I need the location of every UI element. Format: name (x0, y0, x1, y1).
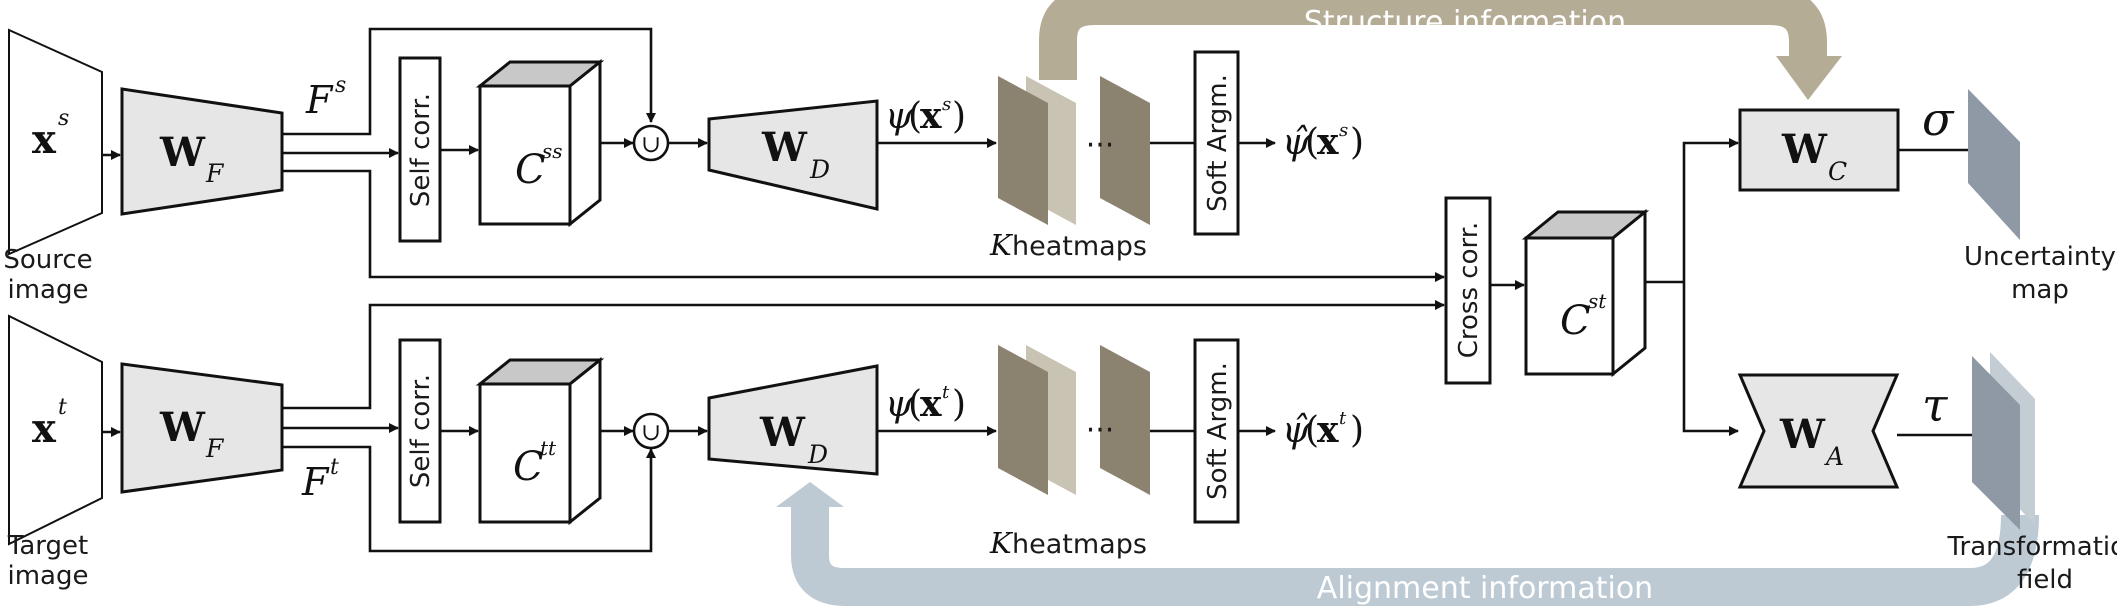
cost-volume-st: C st (1521, 208, 1650, 378)
target-image (8, 314, 103, 546)
source-psi-hat: ψ̂ (1282, 122, 1311, 163)
target-decoder-sub: D (807, 440, 828, 469)
target-image-label-2: image (8, 561, 89, 591)
svg-text:t: t (1339, 408, 1347, 429)
source-psi-arg: x (920, 95, 942, 137)
svg-text:): ) (952, 96, 966, 137)
target-encoder-symbol: W (159, 404, 206, 451)
transformation-output-symbol: τ (1922, 378, 1949, 432)
source-union-symbol: ∪ (641, 130, 661, 158)
source-feature-symbol: F (305, 78, 334, 122)
target-input-symbol: x (32, 405, 57, 452)
uncertainty-map-label-2: map (2011, 275, 2069, 305)
source-input-symbol: x (32, 116, 57, 163)
target-psi-hat: ψ̂ (1282, 410, 1311, 451)
confidence-network-symbol: W (1781, 126, 1828, 173)
source-feature-sup: s (335, 73, 346, 98)
source-input-sup: s (58, 106, 69, 131)
source-decoder-sub: D (809, 155, 830, 184)
target-self-corr (398, 338, 442, 524)
source-decoder (707, 99, 879, 211)
source-soft-argmax-label: Soft Argm. (1203, 74, 1233, 212)
source-self-corr-label: Self corr. (406, 93, 436, 207)
structure-information-band: Structure information (1039, 0, 1842, 100)
transformation-field-label-1: Transformation (1946, 532, 2117, 562)
target-encoder-sub: F (205, 434, 225, 463)
svg-text:(: ( (1305, 122, 1319, 163)
svg-text:x: x (1317, 409, 1339, 451)
target-heatmaps (998, 345, 1150, 495)
target-input-sup: t (58, 395, 67, 420)
cross-corr-label: Cross corr. (1454, 222, 1484, 359)
svg-text:st: st (1588, 289, 1607, 313)
svg-text:(: ( (908, 96, 922, 137)
svg-text:C: C (515, 147, 546, 193)
target-soft-argmax (1193, 338, 1240, 524)
target-self-corr-label: Self corr. (406, 374, 436, 488)
source-self-corr (398, 56, 442, 243)
cost-volume-tt: C tt (475, 356, 605, 526)
svg-text:s: s (1339, 120, 1348, 141)
source-image (8, 28, 103, 256)
svg-text:(: ( (1305, 410, 1319, 451)
confidence-network-sub: C (1828, 157, 1847, 186)
target-union-symbol: ∪ (641, 418, 661, 446)
cost-volume-ss: C ss (475, 58, 605, 228)
source-encoder (120, 87, 284, 216)
source-psi: ψ (885, 96, 914, 137)
svg-text:): ) (952, 384, 966, 425)
cross-corr (1444, 196, 1492, 385)
source-encoder-sub: F (205, 159, 225, 188)
source-decoder-symbol: W (761, 124, 808, 171)
svg-text:s: s (942, 94, 951, 115)
source-heatmaps-k: K (989, 228, 1014, 262)
alignment-information-band: Alignment information (776, 482, 2039, 606)
confidence-network (1738, 108, 1900, 192)
source-image-label-2: image (8, 275, 89, 305)
transformation-branch: W A τ Transformation field (1737, 352, 2117, 595)
source-heatmaps-label: heatmaps (1012, 231, 1147, 262)
source-branch: x s Source image W F F s Self corr. C ss (3, 27, 1445, 305)
transformation-field (1972, 352, 2035, 530)
svg-text:C: C (513, 444, 544, 490)
svg-text:): ) (1350, 122, 1364, 163)
svg-text:ss: ss (542, 139, 563, 163)
source-heatmaps (998, 76, 1150, 225)
target-heatmaps-label: heatmaps (1012, 529, 1147, 560)
uncertainty-output-symbol: σ (1922, 92, 1955, 146)
target-psi-arg: x (920, 383, 942, 425)
target-decoder (707, 364, 879, 476)
alignment-network (1737, 373, 1900, 489)
target-psi: ψ (885, 384, 914, 425)
target-soft-argmax-label: Soft Argm. (1203, 362, 1233, 500)
svg-text:x: x (1317, 121, 1339, 163)
uncertainty-map-label-1: Uncertainty (1964, 242, 2116, 272)
source-encoder-symbol: W (159, 129, 206, 176)
target-feature-symbol: F (301, 460, 330, 504)
source-image-label-1: Source (3, 245, 92, 275)
svg-text:t: t (942, 382, 950, 403)
target-image-label-1: Target (7, 531, 88, 561)
uncertainty-branch: W C σ Uncertainty map (1738, 89, 2116, 305)
target-heatmap-dots: ··· (1086, 413, 1115, 448)
alignment-network-symbol: W (1779, 411, 1826, 458)
structure-information-label: Structure information (1304, 5, 1626, 40)
transformation-field-label-2: field (2017, 565, 2073, 595)
source-heatmap-dots: ··· (1086, 128, 1115, 163)
uncertainty-map (1968, 89, 2020, 240)
target-branch: x t Target image W F F t Self corr. C tt… (7, 300, 1445, 591)
target-decoder-symbol: W (759, 409, 806, 456)
svg-text:C: C (1560, 298, 1591, 344)
alignment-information-label: Alignment information (1317, 571, 1653, 606)
svg-text:(: ( (908, 384, 922, 425)
target-heatmaps-k: K (989, 526, 1014, 560)
target-encoder (120, 362, 284, 494)
cross-correlation-branch: Cross corr. C st (1444, 138, 1739, 436)
svg-text:tt: tt (540, 436, 557, 460)
target-feature-sup: t (330, 455, 339, 480)
svg-text:): ) (1350, 410, 1364, 451)
alignment-network-sub: A (1824, 442, 1844, 471)
